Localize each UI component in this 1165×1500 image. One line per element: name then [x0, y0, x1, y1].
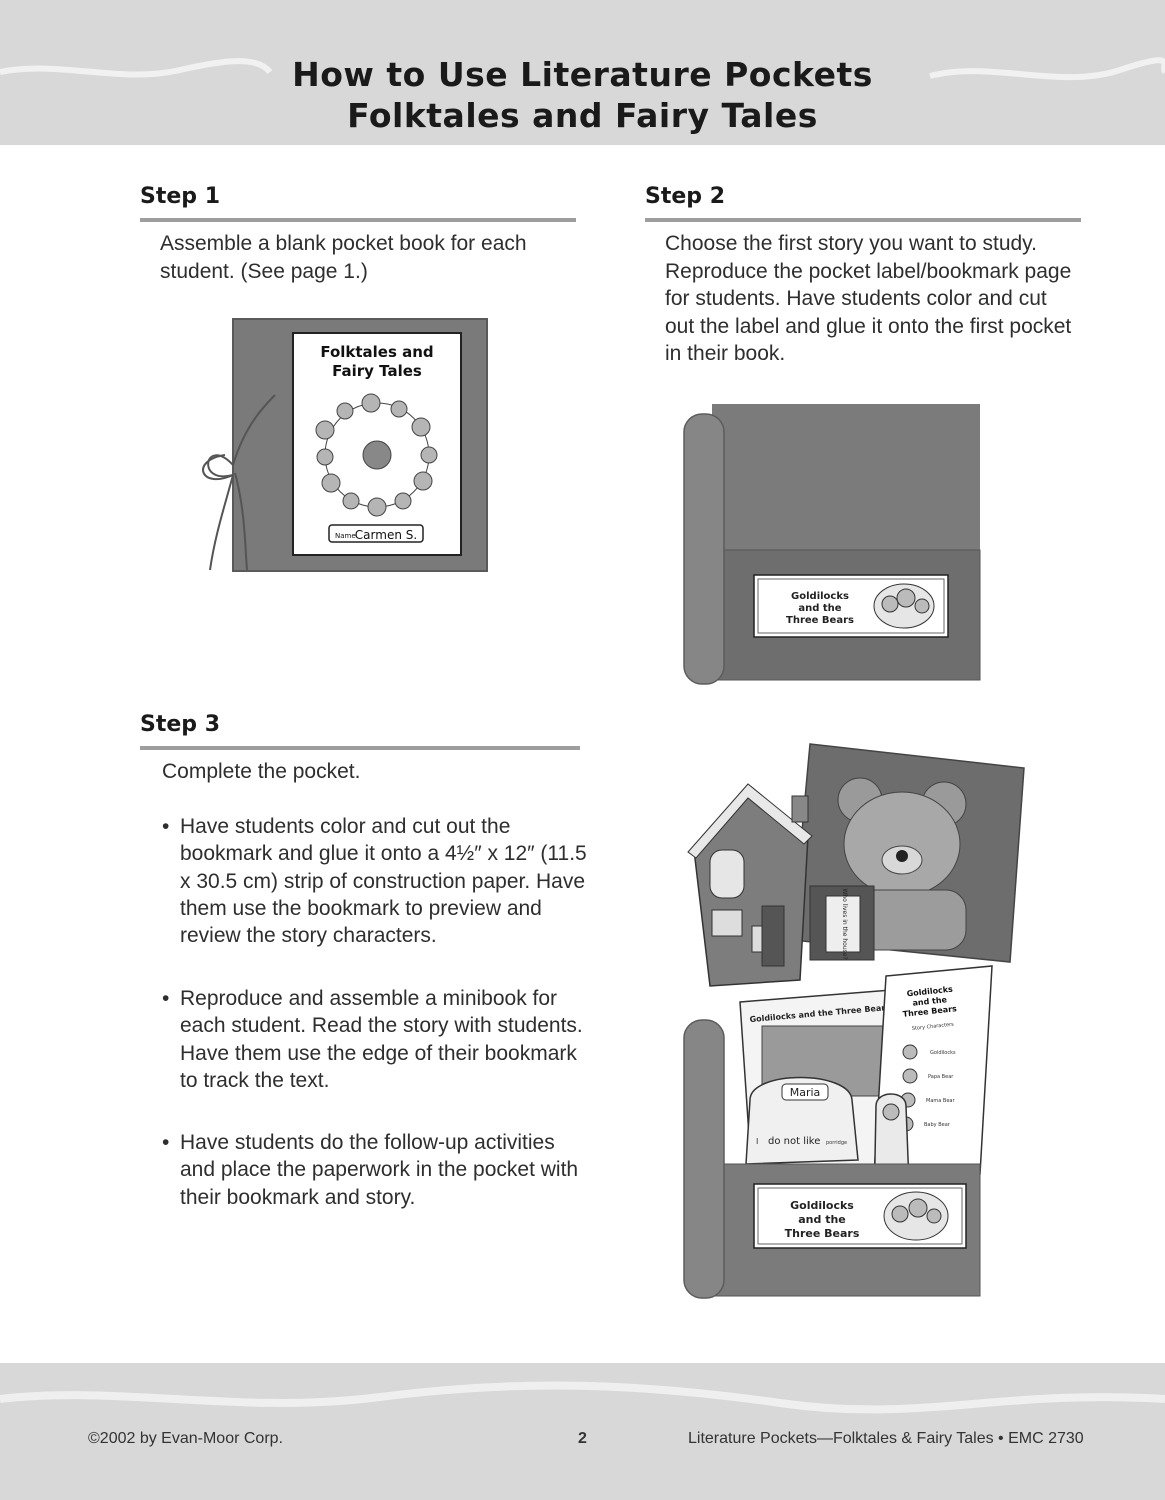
step-3-bullet-2: Reproduce and assemble a minibook for ea…	[162, 985, 592, 1094]
cover-character-circle	[315, 393, 438, 517]
page-title-line-2: Folktales and Fairy Tales	[347, 96, 818, 135]
worksheet-line-words: do not like	[768, 1136, 820, 1147]
step-1-heading: Step 1	[140, 184, 220, 209]
bookmark-item-1: Goldilocks	[930, 1050, 956, 1056]
worksheet-name: Maria	[790, 1086, 821, 1099]
step-3-heading: Step 3	[140, 712, 220, 737]
step-1-rule	[140, 218, 576, 222]
yarn-tie	[202, 394, 276, 571]
step-2-heading: Step 2	[645, 184, 725, 209]
bookmark-item-3: Mama Bear	[926, 1098, 955, 1104]
cover-name-label: Name	[335, 532, 356, 540]
step-2-rule	[645, 218, 1081, 222]
page-title: How to Use Literature Pockets Folktales …	[0, 54, 1165, 136]
step-3-rule	[140, 746, 580, 750]
folder-label-line-3: Three Bears	[785, 1227, 860, 1240]
bookmark-subtitle: Story Characters	[912, 1022, 955, 1032]
bookmark-title-line-2: and the	[912, 995, 948, 1008]
footer-wave-decoration	[0, 1381, 1165, 1414]
house-note: Who lives in the house?	[841, 888, 848, 959]
footer-series: Literature Pockets—Folktales & Fairy Tal…	[688, 1430, 1084, 1447]
bookmark-item-2: Papa Bear	[928, 1074, 954, 1080]
step-2-pocket-folder-photo: Goldilocks and the Three Bears	[683, 404, 981, 685]
pocket-label-line-2: and the	[798, 603, 841, 614]
step-3-completed-pocket-photo: Who lives in the house? Goldilocks and t…	[683, 743, 1025, 1299]
header-wave-decoration	[0, 57, 1165, 81]
step-3-intro: Complete the pocket.	[162, 760, 361, 783]
footer-band	[0, 1363, 1165, 1500]
page-title-line-1: How to Use Literature Pockets	[292, 55, 873, 94]
step-3-bullet-1: Have students color and cut out the book…	[162, 813, 592, 949]
folder-label-line-2: and the	[798, 1213, 846, 1226]
header-band	[0, 0, 1165, 145]
folder-label-line-1: Goldilocks	[790, 1199, 854, 1212]
three-bears-illustration	[873, 583, 935, 629]
worksheet-line-start: I	[756, 1137, 758, 1146]
step-1-pocket-book-photo: Folktales and Fairy Tales Name Carmen S.	[202, 318, 488, 572]
worksheet-line-end: porridge	[826, 1140, 847, 1146]
cover-name: Carmen S.	[355, 528, 417, 542]
step-3-bullet-3: Have students do the follow-up activitie…	[162, 1129, 592, 1211]
cover-title-line-2: Fairy Tales	[332, 362, 422, 380]
pocket-label-line-3: Three Bears	[786, 615, 854, 626]
bookmark-item-4: Baby Bear	[924, 1122, 951, 1128]
footer-page-number: 2	[578, 1430, 587, 1447]
footer-copyright: ©2002 by Evan-Moor Corp.	[88, 1430, 283, 1447]
folder-label-bears-illustration	[883, 1191, 949, 1241]
cover-title-line-1: Folktales and	[320, 343, 433, 361]
step-2-text: Choose the first story you want to study…	[665, 232, 1072, 365]
pocket-label-line-1: Goldilocks	[791, 591, 849, 602]
step-1-text: Assemble a blank pocket book for each st…	[160, 232, 527, 283]
